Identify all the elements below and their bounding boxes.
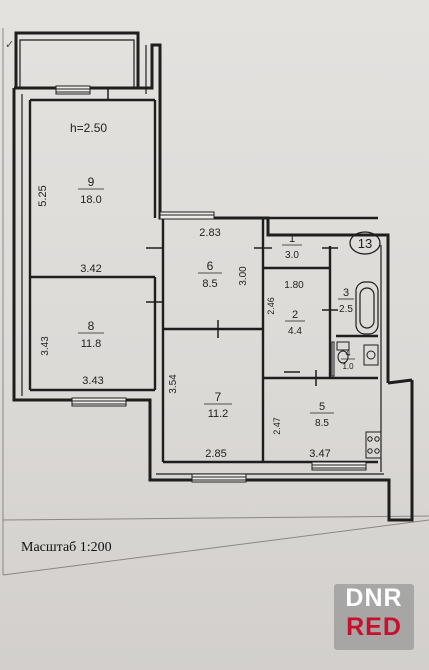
room-5: 5 8.5 — [310, 401, 334, 429]
toilet — [336, 341, 350, 364]
room-6: 6 8.5 — [198, 259, 222, 290]
sheet-frame — [2, 28, 429, 576]
room-4-number: 4 — [345, 348, 350, 358]
sink — [363, 344, 379, 366]
dim-3-54: 3.54 — [168, 374, 179, 394]
room-9: 9 18.0 — [78, 175, 104, 206]
window-room-5 — [311, 461, 367, 471]
room-9-area: 18.0 — [80, 194, 101, 206]
dim-3-47: 3.47 — [309, 448, 330, 460]
room-4-area: 1.0 — [342, 362, 354, 371]
room-4: 4 1.0 — [341, 348, 355, 371]
window-room-9 — [159, 211, 215, 220]
corner-mark: ✓ — [5, 39, 14, 51]
room-7-area: 11.2 — [208, 408, 229, 420]
dim-2-83: 2.83 — [199, 227, 220, 239]
room-5-number: 5 — [319, 401, 325, 413]
window-room-8 — [71, 397, 127, 407]
door-marks — [107, 88, 338, 386]
dim-3-43-left: 3.43 — [40, 336, 51, 356]
room-2-area: 4.4 — [288, 326, 302, 337]
scale-label: Масштаб 1:200 — [21, 540, 112, 555]
dim-2-47: 2.47 — [272, 417, 282, 435]
room-3: 3 2.5 — [338, 287, 354, 315]
inner-walls — [28, 98, 378, 464]
window-balcony — [55, 85, 91, 95]
dim-3-00: 3.00 — [238, 266, 249, 286]
room-3-number: 3 — [343, 287, 349, 299]
dimension-labels: 5.25 3.42 3.43 3.43 2.83 3.00 3.54 2.85 … — [37, 185, 331, 460]
dim-5-25: 5.25 — [37, 185, 49, 206]
room-1-number: 1 — [289, 233, 295, 245]
watermark-logo: DNR RED — [334, 584, 414, 650]
room-1-area: 3.0 — [285, 250, 299, 261]
room-6-number: 6 — [207, 259, 214, 273]
room-2-number: 2 — [292, 309, 298, 321]
wc-partition — [331, 341, 335, 377]
watermark-line-2: RED — [346, 613, 402, 641]
room-8-number: 8 — [88, 319, 95, 333]
dim-1-80: 1.80 — [284, 280, 304, 291]
room-2: 2 4.4 — [285, 309, 305, 337]
room-9-number: 9 — [88, 175, 95, 189]
room-8-area: 11.8 — [81, 338, 102, 350]
bathtub — [355, 281, 379, 335]
stove — [365, 431, 382, 459]
room-8: 8 11.8 — [78, 319, 104, 350]
window-room-7 — [191, 473, 247, 483]
windows — [55, 85, 367, 483]
room-1: 1 3.0 — [282, 233, 302, 261]
ceiling-height: h=2.50 — [70, 121, 107, 135]
room-3-area: 2.5 — [339, 304, 353, 315]
watermark-line-1: DNR — [345, 584, 403, 612]
dim-2-85: 2.85 — [205, 448, 226, 460]
apartment-number-badge: 13 — [349, 231, 381, 255]
room-6-area: 8.5 — [202, 278, 217, 290]
apartment-number: 13 — [358, 236, 372, 251]
room-5-area: 8.5 — [315, 418, 329, 429]
dim-3-43-bottom: 3.43 — [82, 375, 103, 387]
dim-2-46: 2.46 — [266, 297, 276, 315]
dim-3-42: 3.42 — [80, 263, 101, 275]
room-7: 7 11.2 — [204, 390, 232, 420]
room-7-number: 7 — [215, 390, 222, 404]
